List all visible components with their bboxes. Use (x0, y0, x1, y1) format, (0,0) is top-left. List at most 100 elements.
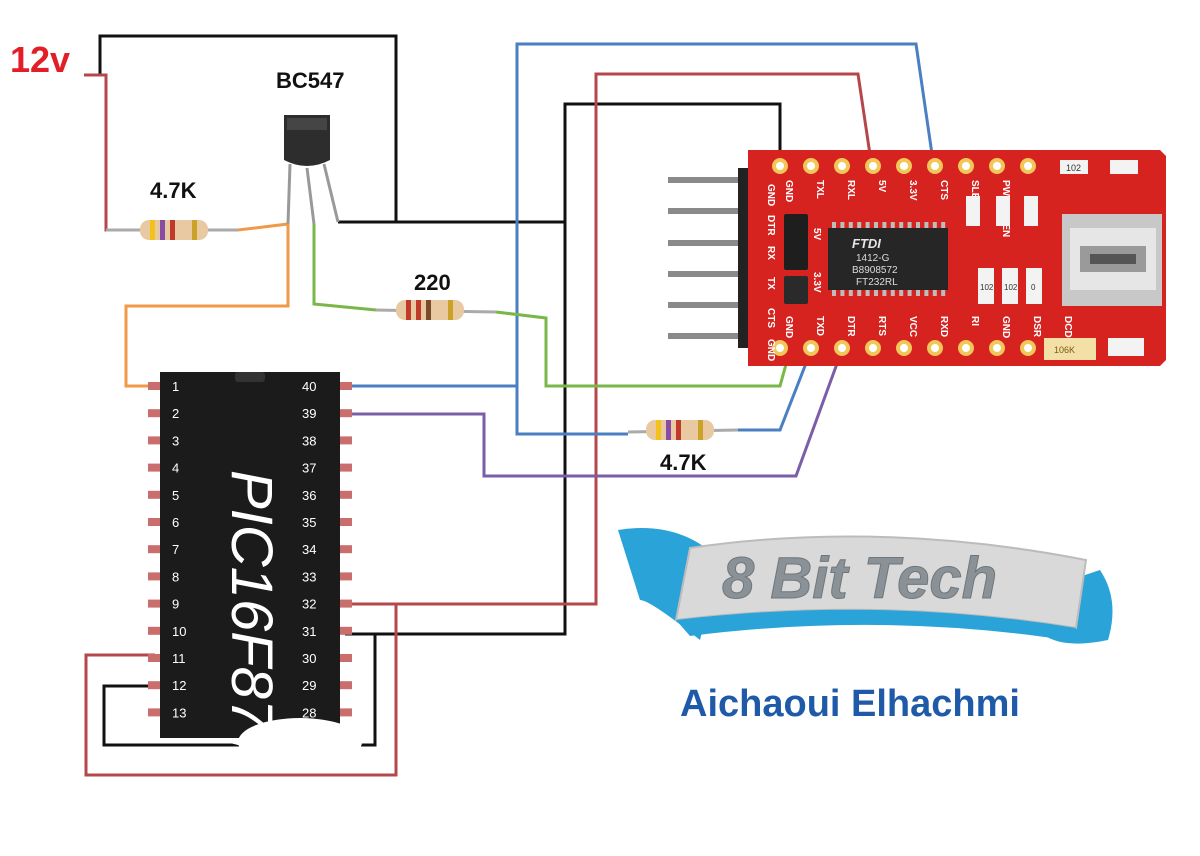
ftdi-top-pin-label: GND (783, 180, 794, 202)
ftdi-bottom-hole-center (962, 344, 970, 352)
pic-pin-leg (148, 572, 160, 581)
pic-pin-number: 40 (302, 379, 316, 394)
ftdi-bottom-hole-center (931, 344, 939, 352)
pic-pin-number: 12 (172, 678, 186, 693)
pic-pin-leg (340, 572, 352, 581)
header-pin (668, 271, 748, 277)
pic-pin-number: 1 (172, 379, 179, 394)
ftdi-bottom-hole-center (807, 344, 815, 352)
smd-cap (1044, 338, 1096, 360)
ft232-leg (865, 290, 870, 296)
wire-black-gnd (345, 102, 782, 636)
pic-pin-number: 32 (302, 597, 316, 612)
pic-pin-number: 11 (172, 651, 186, 666)
wire-blue-cts (345, 42, 936, 388)
ftdi-side-pin-label: TX (765, 277, 776, 290)
transistor-leg-left (286, 163, 292, 225)
wire-red-12v (84, 73, 130, 232)
wire-red-loop (84, 604, 398, 777)
pic-pin-number: 5 (172, 488, 179, 503)
ft232-leg (941, 222, 946, 228)
ftdi-top-pin-label: 3.3V (907, 180, 918, 201)
pic-pin-number: 35 (302, 515, 316, 530)
smd-part (1026, 268, 1042, 304)
ft232-leg (832, 222, 836, 228)
pic-pin-leg (148, 409, 160, 418)
ftdi-bottom-pin-label: RTS (876, 316, 887, 336)
pic-pin-number: 2 (172, 406, 179, 421)
ftdi-top-hole-center (993, 162, 1001, 170)
smd-led (1110, 160, 1138, 174)
pic-pin-number: 13 (172, 705, 186, 720)
pic-pin-number: 29 (302, 678, 316, 693)
ft232-leg (924, 222, 929, 228)
header-pin (668, 302, 748, 308)
ft232-leg (848, 290, 853, 296)
ft232-leg (924, 290, 929, 296)
ftdi-bottom-hole-center (993, 344, 1001, 352)
pic-pin-leg (148, 518, 160, 526)
pic-pin-leg (340, 708, 352, 717)
smd-label-4: 0 (1031, 283, 1036, 292)
ft232-leg (857, 290, 862, 296)
ftdi-top-pin-label: TXL (814, 180, 825, 199)
band (406, 300, 411, 320)
header-pin (668, 240, 748, 246)
ftdi-top-hole-center (838, 162, 846, 170)
ftdi-jumper-pins (784, 276, 808, 304)
ft232-leg (848, 222, 853, 228)
author-name: Aichaoui Elhachmi (680, 683, 1020, 725)
band (150, 220, 155, 240)
resistor-3-label: 4.7K (660, 450, 707, 475)
supply-label: 12v (10, 39, 70, 80)
pic-pin-leg (148, 545, 160, 554)
pic-pin-number: 37 (302, 461, 316, 476)
pic-pin-number: 28 (302, 705, 316, 720)
wires (84, 34, 936, 777)
ft232-leg (916, 222, 920, 228)
transistor-label: BC547 (276, 68, 344, 93)
jumper-5v-label: 5V (811, 228, 822, 241)
smd-part (978, 268, 994, 304)
pic-pin-leg (340, 681, 352, 690)
ftdi-bottom-hole-center (869, 344, 877, 352)
ftdi-side-pin-label: GND (765, 184, 776, 206)
smd-part (996, 196, 1010, 226)
pic-pin-leg (148, 382, 160, 390)
transistor-leg-right (322, 163, 340, 223)
pic-pin-leg (148, 626, 160, 635)
resistor-2: 220 (375, 270, 497, 320)
wire-green-a (312, 224, 377, 312)
band (160, 220, 165, 240)
ft232-chip: FTDI 1412-G B8908572 FT232RL (828, 222, 948, 296)
pic-pin-leg (148, 654, 160, 662)
smd-part (1108, 338, 1144, 356)
ftdi-bottom-hole-center (900, 344, 908, 352)
ft232-leg (941, 290, 946, 296)
pic-pin-leg (340, 463, 352, 472)
pic-pin-number: 10 (172, 624, 186, 639)
ftdi-top-hole-center (931, 162, 939, 170)
wire-purple (345, 349, 844, 478)
ft232-leg (890, 290, 895, 296)
ftdi-jumper (784, 214, 808, 270)
ft232-leg (832, 290, 836, 296)
transistor: BC547 (276, 68, 344, 225)
ftdi-bottom-pin-label: DCD (1062, 316, 1073, 338)
pic-pin-number: 9 (172, 597, 179, 612)
ft232-leg (916, 290, 920, 296)
ftdi-top-hole-center (807, 162, 815, 170)
ftdi-top-pin-label: CTS (938, 180, 949, 200)
wire-orange (124, 222, 290, 388)
band (676, 420, 681, 440)
pic-pin-leg (340, 382, 352, 390)
ft232-leg (907, 290, 912, 296)
ftdi-top-hole-center (962, 162, 970, 170)
band (192, 220, 197, 240)
ft232-leg (932, 290, 937, 296)
pic-notch (235, 372, 265, 382)
